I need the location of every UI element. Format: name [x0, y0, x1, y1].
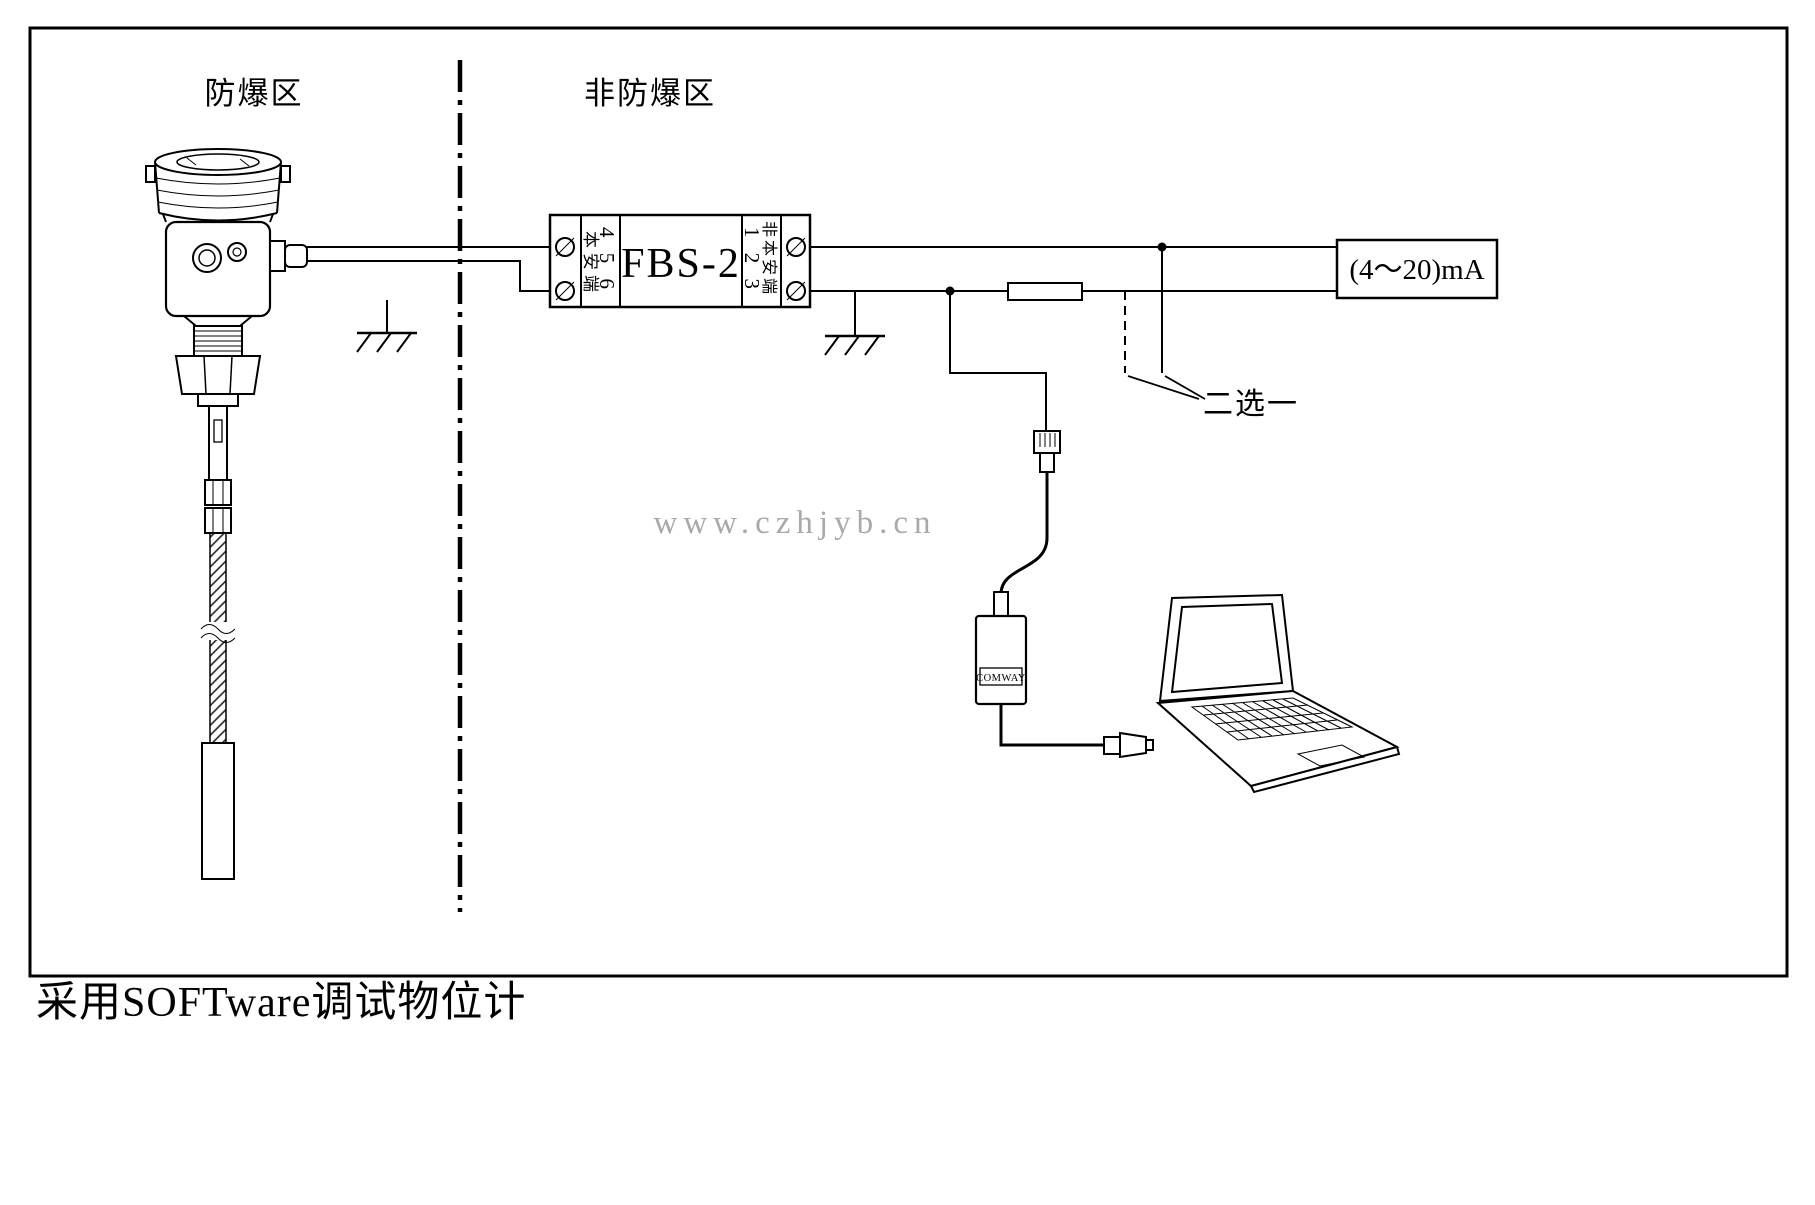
laptop-touchpad — [1296, 744, 1366, 767]
caption-text: 采用SOFTware调试物位计 — [36, 979, 526, 1026]
probe-weight — [201, 742, 235, 880]
modem-label-plate — [979, 667, 1023, 686]
barrier-is-side-label: 本安端 — [581, 231, 600, 297]
housing-body — [162, 213, 308, 318]
choice-label: 二选一 — [1203, 388, 1299, 421]
laptop-screen — [1170, 602, 1284, 694]
barrier-model-label: FBS-2 — [621, 241, 741, 287]
output-signal-label: (4～20)mA — [1349, 254, 1484, 286]
device-wire-bottom — [307, 260, 550, 292]
modem-cable-upper — [999, 472, 1049, 595]
modem-cable-lower — [999, 704, 1104, 747]
barrier-non-is-side-label: 非本安端 — [760, 221, 778, 297]
modem-top-connector — [993, 591, 1009, 617]
sight-glass — [192, 242, 247, 273]
cable-gland — [269, 240, 308, 272]
zone-label-safe: 非防爆区 — [584, 76, 716, 111]
cap-tab-right — [280, 165, 291, 183]
cap-tab-left — [145, 165, 156, 183]
barrier-is-terminals: 4 5 6 — [595, 227, 619, 294]
watermark-text: www.czhjyb.cn — [654, 505, 937, 541]
probe-rod — [208, 405, 228, 481]
choice-leader-2 — [1164, 375, 1206, 400]
probe — [200, 405, 236, 880]
safety-barrier: 本安端 4 5 6 1 2 3 非本安端 FBS-2 — [548, 213, 812, 309]
serial-connector — [1103, 731, 1154, 759]
laptop-keyboard — [1190, 697, 1354, 741]
housing-cap — [145, 148, 291, 222]
modem-body — [974, 614, 1028, 706]
barrier-box — [548, 213, 812, 309]
process-connection — [174, 315, 262, 407]
diagram-border — [28, 26, 1789, 978]
modem-tap-cable — [949, 291, 1047, 431]
level-transmitter — [145, 148, 308, 880]
modem-label: COMWAY — [976, 673, 1026, 684]
zone-label-hazardous: 防爆区 — [205, 76, 304, 111]
sampling-resistor — [1007, 282, 1083, 301]
cable-break-mark — [200, 622, 236, 643]
mounting-nut — [174, 355, 262, 395]
hart-modem: COMWAY — [974, 591, 1028, 706]
ground-symbol-right — [824, 291, 885, 356]
output-signal-box: (4～20)mA — [1335, 238, 1499, 300]
choice-leader-1 — [1127, 375, 1200, 400]
nut-step — [197, 393, 239, 407]
rod-slot — [213, 419, 223, 443]
choice-callout: 二选一 — [1127, 375, 1299, 421]
terminal-screws — [555, 237, 806, 301]
rj-connector — [1033, 430, 1061, 473]
barrier-non-is-terminals: 1 2 3 — [740, 227, 764, 294]
cable-clamp — [204, 479, 232, 534]
laptop — [1155, 593, 1401, 794]
ground-symbol-left — [356, 300, 417, 353]
